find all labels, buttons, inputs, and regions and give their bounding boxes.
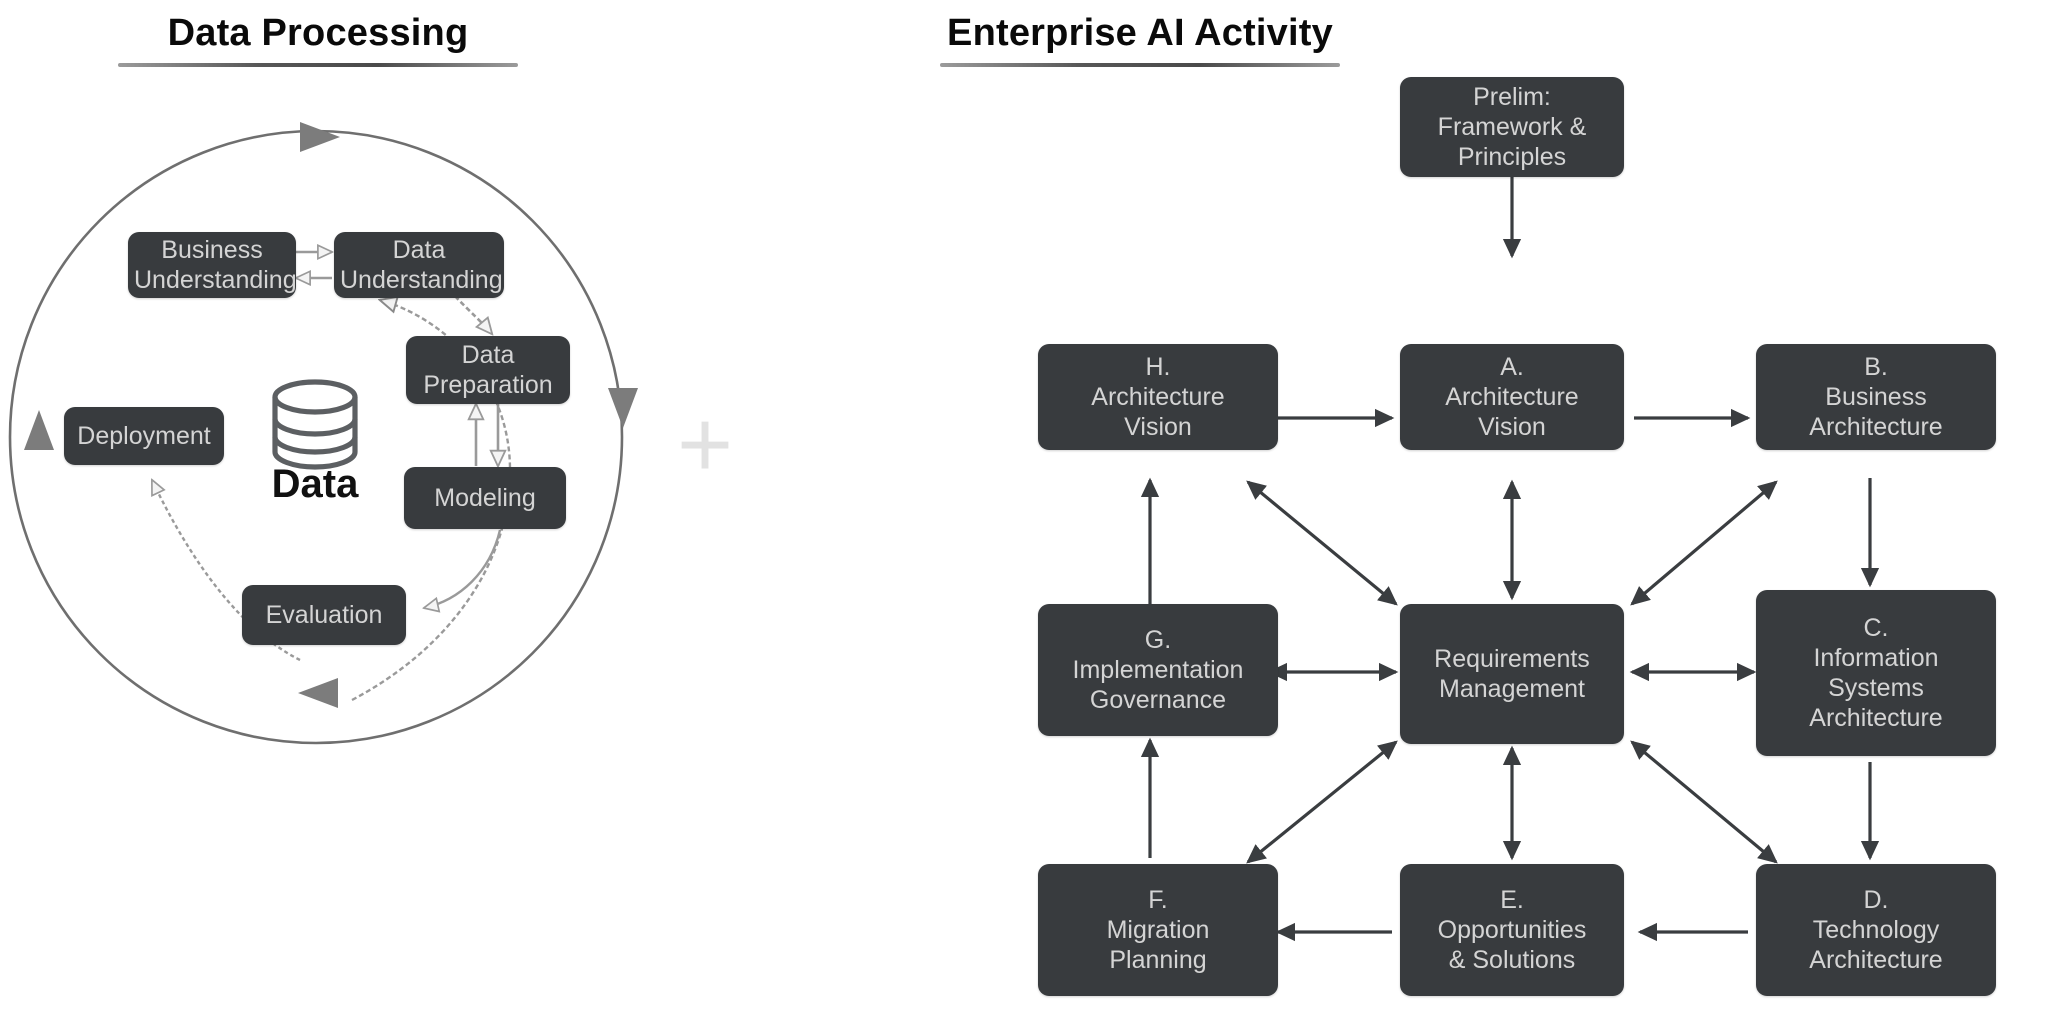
crisp-node-label: Data Preparation: [423, 341, 553, 399]
edge-b-requirements: [1630, 480, 1778, 606]
togaf-node-requirements[interactable]: Requirements Management: [1400, 604, 1624, 744]
edge-h-requirements: [1246, 480, 1398, 606]
togaf-node-label: A. Architecture Vision: [1445, 353, 1579, 441]
togaf-node-label: D. Technology Architecture: [1809, 886, 1943, 974]
togaf-node-d[interactable]: D. Technology Architecture: [1756, 864, 1996, 996]
togaf-node-label: G. Implementation Governance: [1072, 626, 1244, 714]
crisp-node-evaluation[interactable]: Evaluation: [242, 585, 406, 645]
plus-symbol: +: [676, 391, 734, 498]
right-panel-title: Enterprise AI Activity: [947, 12, 1333, 54]
ring-arrowhead-right: [608, 388, 638, 428]
togaf-node-h[interactable]: H. Architecture Vision: [1038, 344, 1278, 450]
edge-modeling-to-evaluation: [424, 529, 502, 608]
edge-f-requirements: [1246, 740, 1398, 864]
togaf-node-c[interactable]: C. Information Systems Architecture: [1756, 590, 1996, 756]
crisp-node-label: Deployment: [77, 422, 211, 450]
edge-data-preparation-modeling: [476, 404, 498, 466]
crisp-node-deployment[interactable]: Deployment: [64, 407, 224, 465]
togaf-node-g[interactable]: G. Implementation Governance: [1038, 604, 1278, 736]
edge-d-requirements: [1630, 740, 1778, 864]
crisp-node-label: Business Understanding: [134, 236, 297, 294]
crisp-node-data-preparation[interactable]: Data Preparation: [406, 336, 570, 404]
togaf-node-label: H. Architecture Vision: [1091, 353, 1225, 441]
togaf-node-prelim[interactable]: Prelim: Framework & Principles: [1400, 77, 1624, 177]
togaf-node-label: B. Business Architecture: [1809, 353, 1943, 441]
togaf-node-e[interactable]: E. Opportunities & Solutions: [1400, 864, 1624, 996]
crisp-node-modeling[interactable]: Modeling: [404, 467, 566, 529]
ring-arrowhead-bottom: [298, 678, 338, 708]
togaf-node-label: F. Migration Planning: [1106, 886, 1210, 974]
crisp-node-label: Evaluation: [265, 601, 383, 629]
left-panel-title: Data Processing: [167, 12, 469, 54]
crisp-data-label: Data: [271, 462, 359, 506]
crisp-node-label: Data Understanding: [340, 236, 503, 294]
edge-business-data-understanding: [296, 252, 332, 278]
crisp-node-business-understanding[interactable]: Business Understanding: [128, 232, 297, 298]
left-title-underline: [118, 63, 518, 67]
database-cylinder-icon: [272, 379, 358, 470]
togaf-node-label: E. Opportunities & Solutions: [1437, 886, 1587, 974]
right-title-underline: [940, 63, 1340, 67]
crisp-node-data-understanding[interactable]: Data Understanding: [334, 232, 504, 298]
togaf-node-label: Prelim: Framework & Principles: [1437, 83, 1587, 171]
togaf-node-f[interactable]: F. Migration Planning: [1038, 864, 1278, 996]
crisp-node-label: Modeling: [434, 484, 536, 512]
togaf-node-b[interactable]: B. Business Architecture: [1756, 344, 1996, 450]
togaf-node-a[interactable]: A. Architecture Vision: [1400, 344, 1624, 450]
ring-arrowhead-left: [24, 410, 54, 450]
ring-arrowhead-top: [300, 122, 340, 152]
togaf-node-label: C. Information Systems Architecture: [1809, 614, 1943, 732]
edge-data-understanding-to-data-preparation: [454, 295, 492, 334]
togaf-node-label: Requirements Management: [1434, 645, 1590, 703]
